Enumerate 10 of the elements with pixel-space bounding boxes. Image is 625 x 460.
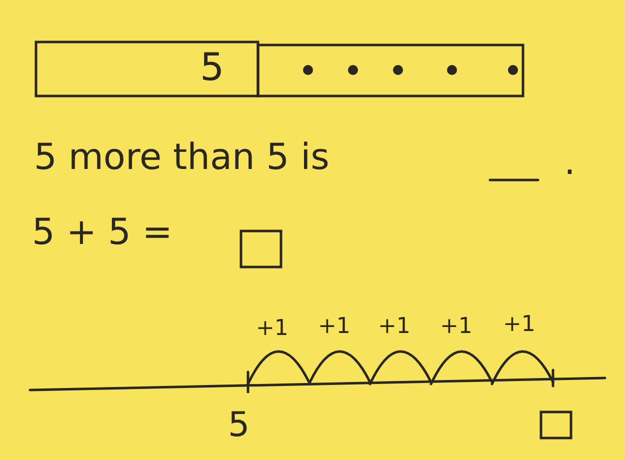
worksheet-text: 5 <box>200 48 224 86</box>
worksheet-text: . <box>564 145 576 181</box>
jump-label: +1 <box>256 318 288 340</box>
jump-label: +1 <box>318 316 350 338</box>
jump-label: +1 <box>378 316 410 338</box>
worksheet-text: 5 more than 5 is <box>34 140 330 176</box>
worksheet-text: 5 <box>228 408 250 442</box>
worksheet-text: 5 + 5 = <box>32 215 172 251</box>
jump-label: +1 <box>503 314 536 336</box>
jump-label: +1 <box>440 316 472 338</box>
